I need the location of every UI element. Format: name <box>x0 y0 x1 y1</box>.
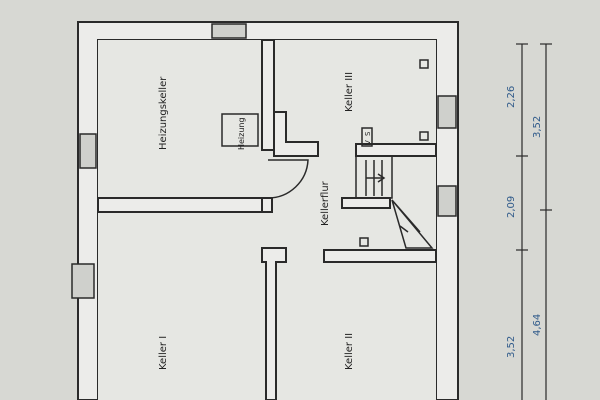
heizung-box <box>221 113 259 147</box>
label-kellerflur: Kellerflur <box>320 180 331 226</box>
stair-arrow-head <box>377 173 386 183</box>
dimension-label: 3,52 <box>532 116 543 138</box>
window-left-lower <box>71 263 95 299</box>
label-keller-iii: Keller III <box>344 72 355 112</box>
stair-arrow-2 <box>399 225 409 233</box>
window-top <box>211 23 247 39</box>
wall-heizungskeller-right <box>261 39 275 151</box>
wall-keller-ii-top <box>323 249 437 263</box>
label-s: S <box>364 131 372 136</box>
stair-fan <box>391 199 434 249</box>
label-keller-i: Keller I <box>158 336 169 370</box>
wall-heizungskeller <box>97 197 271 213</box>
symbol-square <box>419 59 429 69</box>
dimension-label: 3,52 <box>506 336 517 358</box>
wall-stair-landing <box>341 197 391 209</box>
label-v: V <box>364 140 372 145</box>
dimension-label: 2,09 <box>506 196 517 218</box>
dimension-label: 4,64 <box>532 314 543 336</box>
wall-keller-iii-bottom <box>355 143 437 157</box>
label-heizungskeller: Heizungskeller <box>158 76 169 150</box>
label-heizung: Heizung <box>237 117 246 150</box>
wall-keller-i-right <box>261 247 287 400</box>
window-right-middle <box>437 185 457 217</box>
window-right-upper <box>437 95 457 129</box>
wall-stub <box>261 197 273 213</box>
sv-box <box>361 127 373 147</box>
door-arc <box>267 159 309 199</box>
window-left-upper <box>79 133 97 169</box>
wall-keller-iii-left <box>273 111 319 157</box>
dimension-label: 2,26 <box>506 86 517 108</box>
symbol-square <box>419 131 429 141</box>
symbol-square <box>359 237 369 247</box>
label-keller-ii: Keller II <box>344 333 355 370</box>
